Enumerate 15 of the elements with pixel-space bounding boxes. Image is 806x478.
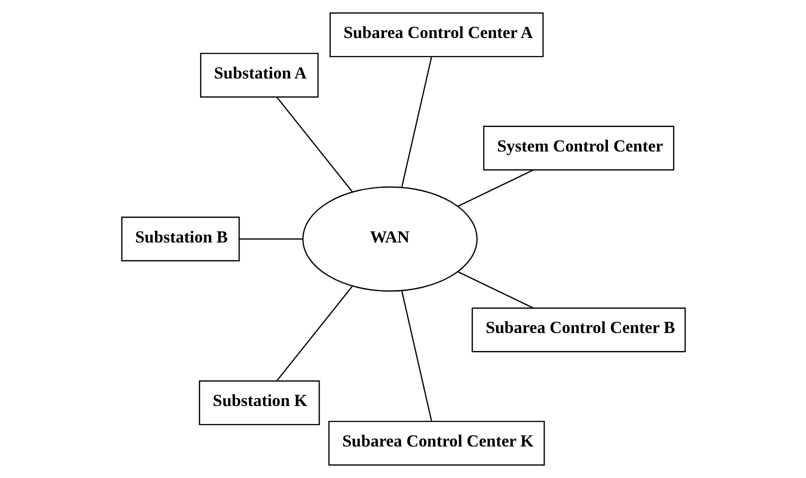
node-box: Substation A [200,52,318,98]
connector [276,286,352,382]
node-box: Subarea Control Center A [329,12,544,58]
node-box: Subarea Control Center K [328,420,544,466]
connector [400,56,432,188]
node-box: System Control Center [482,126,674,170]
connector [276,96,352,192]
connector [457,271,533,308]
node-box: Substation K [198,380,320,426]
connector [238,238,302,240]
node-box: Substation B [120,216,240,262]
connector [400,290,432,422]
node-box: Subarea Control Center B [471,308,686,352]
connector [457,170,533,207]
node-ellipse: WAN [302,186,478,292]
